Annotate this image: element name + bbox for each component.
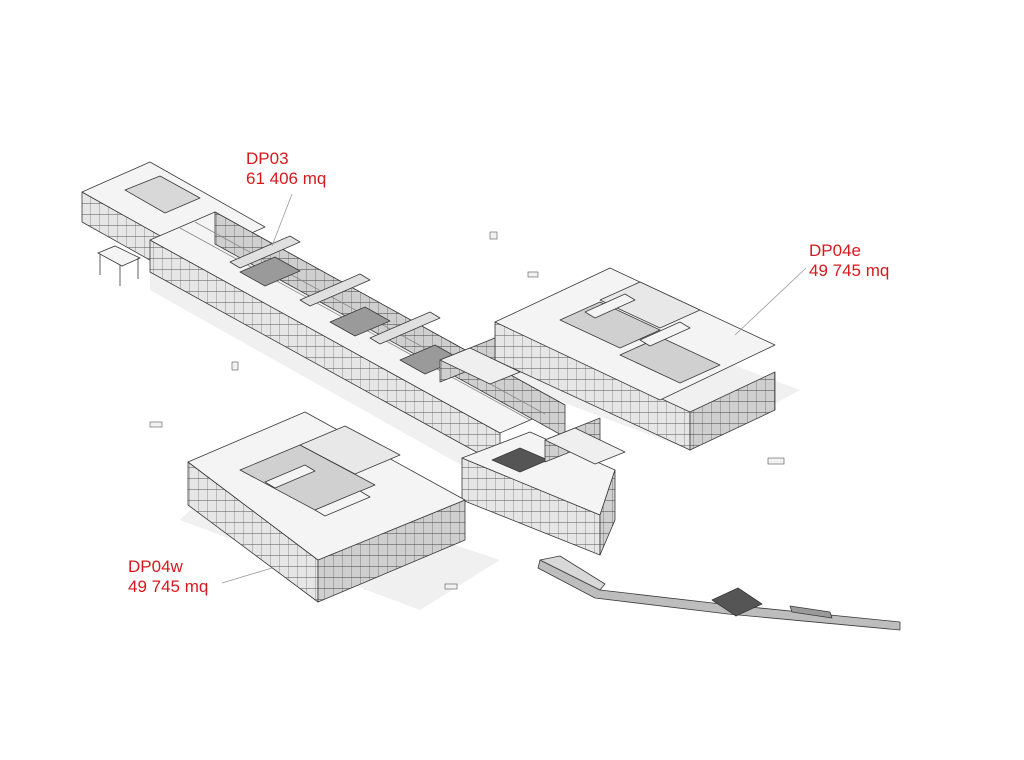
dp04w-area: 49 745 mq xyxy=(128,577,209,596)
dp04w-leader xyxy=(221,567,273,584)
entrance-canopy xyxy=(97,245,141,286)
dp03-area: 61 406 mq xyxy=(246,169,327,188)
dp04w-wing xyxy=(187,411,466,603)
dp03-name: DP03 xyxy=(246,149,289,168)
dp04e-area: 49 745 mq xyxy=(809,261,890,280)
dp04e-label: DP04e 49 745 mq xyxy=(809,241,889,281)
dp03-label: DP03 61 406 mq xyxy=(246,149,326,189)
dp04w-name: DP04w xyxy=(128,557,183,576)
leader-lines xyxy=(221,193,807,584)
dp03-leader xyxy=(271,193,293,247)
dp04w-label: DP04w 49 745 mq xyxy=(128,557,208,597)
dp04e-wing xyxy=(439,267,776,465)
dp04e-name: DP04e xyxy=(809,241,861,260)
dp03-wing xyxy=(81,161,616,556)
tunnel xyxy=(537,555,901,631)
dp04e-leader xyxy=(734,267,807,336)
site-objects xyxy=(149,231,785,590)
